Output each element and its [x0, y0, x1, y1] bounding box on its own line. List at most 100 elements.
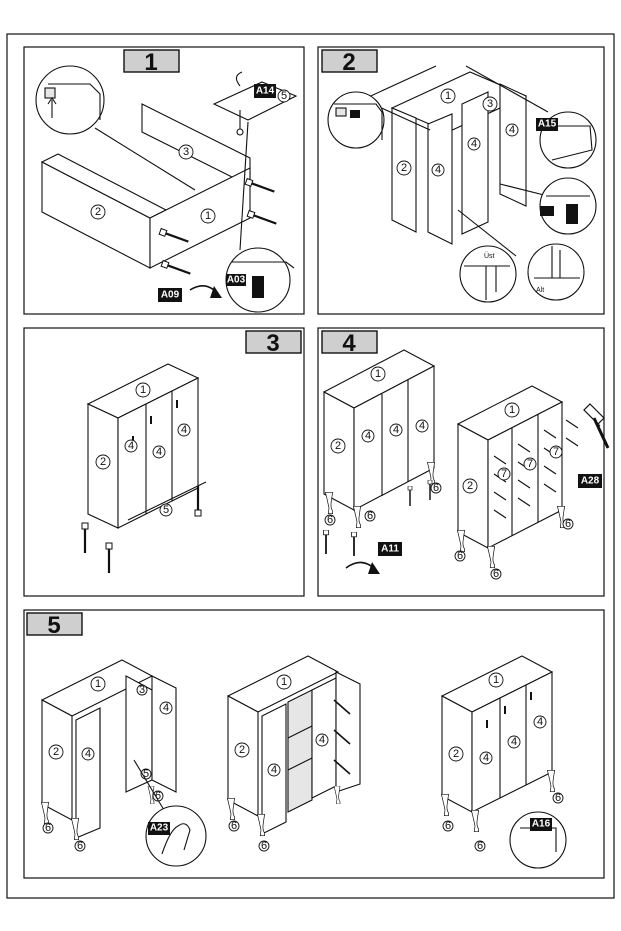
svg-text:2: 2 [467, 480, 473, 492]
detail-label-alt: Alt [536, 287, 544, 294]
tag-a09: A09 [158, 288, 182, 302]
svg-text:2: 2 [53, 746, 59, 758]
svg-text:A11: A11 [381, 544, 399, 555]
step-5-panel: 5 1 2 4 4 3 5 6 6 6 A23 [23, 609, 605, 879]
svg-text:4: 4 [163, 702, 169, 714]
svg-text:7: 7 [501, 468, 507, 480]
part-number-4: 4 [315, 733, 329, 747]
svg-text:1: 1 [281, 676, 287, 688]
part-number-4: 4 [177, 423, 191, 437]
screw-icon [193, 484, 203, 518]
back-panel [461, 91, 489, 235]
svg-text:2: 2 [401, 162, 407, 174]
back-panel [141, 103, 251, 187]
svg-text:4: 4 [511, 736, 517, 748]
svg-text:A14: A14 [256, 86, 275, 97]
svg-text:4: 4 [128, 440, 134, 452]
part-number-2: 2 [90, 204, 106, 220]
part-number-4: 4 [159, 701, 173, 715]
svg-text:6: 6 [45, 822, 51, 834]
part-number-4: 4 [533, 715, 547, 729]
part-number-7: 7 [549, 445, 563, 459]
screw-icon [407, 486, 413, 506]
part-number-3: 3 [178, 144, 194, 160]
part-number-6: 6 [490, 568, 502, 580]
svg-text:A03: A03 [227, 275, 246, 286]
part-number-2: 2 [95, 454, 111, 470]
svg-text:5: 5 [163, 504, 169, 516]
part-number-1: 1 [90, 676, 106, 692]
leg-icon [325, 492, 333, 514]
step-1-panel: 1 1 2 3 5 A1 [23, 46, 305, 315]
part-number-6: 6 [474, 840, 486, 852]
step-4-number: 4 [342, 330, 356, 357]
tag-a16: A16 [530, 818, 552, 831]
shelf-area [287, 689, 313, 813]
detail-magnifier [327, 91, 385, 149]
hand-icon [161, 823, 191, 855]
tag-a28: A28 [578, 474, 602, 488]
svg-text:3: 3 [183, 146, 189, 158]
door-open [75, 707, 101, 839]
part-number-4: 4 [415, 419, 429, 433]
svg-text:4: 4 [471, 138, 477, 150]
part-number-4: 4 [152, 445, 166, 459]
svg-text:5: 5 [281, 90, 287, 102]
part-number-1: 1 [200, 208, 216, 224]
svg-text:7: 7 [553, 446, 559, 458]
svg-text:4: 4 [435, 164, 441, 176]
svg-text:4: 4 [393, 424, 399, 436]
part-number-1: 1 [440, 88, 456, 104]
top-panel [149, 167, 251, 269]
tag-a15: A15 [536, 118, 558, 131]
part-number-6: 6 [442, 820, 454, 832]
detail-magnifier [35, 65, 105, 135]
door-open [151, 675, 177, 793]
bottom-hinge-magnifier [527, 243, 585, 301]
cam-icon [566, 204, 578, 224]
part-number-2: 2 [448, 746, 464, 762]
svg-text:1: 1 [375, 368, 381, 380]
part-number-1: 1 [135, 382, 151, 398]
part-number-2: 2 [234, 742, 250, 758]
step-5-number: 5 [47, 612, 60, 639]
svg-text:A28: A28 [581, 476, 600, 487]
part-number-2: 2 [330, 438, 346, 454]
detail-label-ust: Üst [484, 252, 495, 260]
svg-text:4: 4 [419, 420, 425, 432]
cam-icon [252, 276, 264, 298]
part-number-6: 6 [562, 518, 574, 530]
svg-text:6: 6 [493, 568, 499, 580]
svg-text:6: 6 [327, 514, 333, 526]
svg-text:6: 6 [555, 792, 561, 804]
part-number-7: 7 [523, 457, 537, 471]
screw-icon [104, 541, 114, 575]
sheet-border [6, 33, 615, 899]
part-number-6: 6 [454, 550, 466, 562]
part-number-7: 7 [497, 467, 511, 481]
top-hinge-magnifier [459, 245, 517, 303]
svg-text:2: 2 [100, 456, 106, 468]
part-number-4: 4 [81, 747, 95, 761]
leg-icon [457, 530, 465, 552]
part-number-4: 4 [479, 751, 493, 765]
part-number-4: 4 [431, 163, 445, 177]
step-2-number: 2 [342, 49, 355, 76]
svg-text:A15: A15 [538, 119, 557, 130]
svg-text:6: 6 [433, 482, 439, 494]
svg-text:6: 6 [457, 550, 463, 562]
screw-icon [350, 532, 358, 556]
part-number-3: 3 [136, 684, 148, 696]
svg-text:4: 4 [156, 446, 162, 458]
svg-text:1: 1 [205, 210, 211, 222]
svg-text:6: 6 [477, 840, 483, 852]
part-number-5: 5 [277, 89, 291, 103]
part-number-4: 4 [361, 429, 375, 443]
part-number-1: 1 [370, 366, 386, 382]
screw-icon [245, 209, 279, 228]
svg-text:4: 4 [483, 752, 489, 764]
part-number-2: 2 [48, 744, 64, 760]
part-number-1: 1 [504, 402, 520, 418]
leg-icon [547, 770, 555, 792]
